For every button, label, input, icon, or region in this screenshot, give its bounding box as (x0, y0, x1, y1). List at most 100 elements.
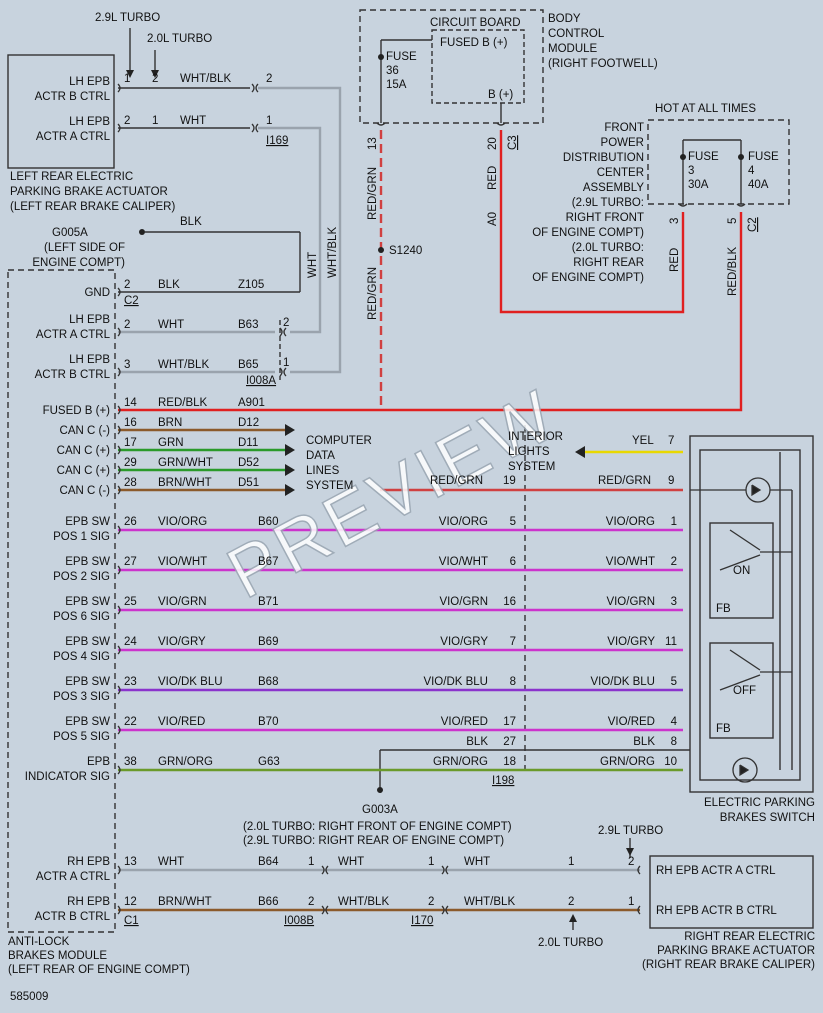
bcm-wire20: RED (487, 166, 499, 190)
abs-label-1-1: ACTR A CTRL (36, 329, 111, 341)
abs-label-0: GND (84, 287, 110, 299)
abs-i008a-2: 2 (283, 317, 289, 329)
epb-label-5-1: POS 5 SIG (53, 731, 110, 743)
bcm-pin20: 20 (487, 137, 499, 150)
g003a-desc-1: (2.9L TURBO: RIGHT REAR OF ENGINE COMPT) (243, 835, 504, 847)
bcm-cb: CIRCUIT BOARD (430, 17, 521, 29)
bcm-bplus: B (+) (488, 89, 513, 101)
wire-lr-b (258, 86, 342, 374)
epb-wire-5: VIO/RED (158, 716, 205, 728)
rh-circuit-1: B66 (258, 896, 278, 908)
bcm-wire-below: RED/GRN (367, 267, 379, 320)
rh-pin-0: 13 (124, 856, 137, 868)
lr-title-0: LEFT REAR ELECTRIC (10, 171, 133, 183)
epb-wire-m-0: VIO/ORG (439, 516, 488, 528)
abs-label-1-0: LH EPB (69, 314, 110, 326)
rr-a: RH EPB ACTR A CTRL (656, 865, 776, 877)
rr-actuator-box (649, 855, 814, 929)
pdc-title-5: (2.9L TURBO: (572, 197, 644, 209)
abs-title-0: ANTI-LOCK (8, 936, 70, 948)
side-wht: WHT (307, 252, 319, 278)
i169-pin1: 1 (266, 115, 272, 127)
rh-label-0-1: ACTR A CTRL (36, 871, 111, 883)
rh-pa-1: 2 (568, 896, 574, 908)
pdc-fuse4-0: FUSE (748, 151, 779, 163)
bcm-fuse-1: 36 (386, 65, 399, 77)
abs-circuit-6: D52 (238, 457, 259, 469)
i169-pin2: 2 (266, 73, 272, 85)
rh-circuit-0: B64 (258, 856, 279, 868)
epb-pin-1: 27 (124, 556, 137, 568)
epb-label-3-1: POS 4 SIG (53, 651, 110, 663)
bcm-title-1: CONTROL (548, 28, 605, 40)
redgrn-pin-l: 19 (503, 475, 516, 487)
epb-wire-3: VIO/GRY (158, 636, 206, 648)
bcm-conn: C3 (507, 135, 519, 150)
rh-wire-m-1: WHT/BLK (338, 896, 389, 908)
epb-wire-r-3: VIO/GRY (607, 636, 655, 648)
epb-circuit-4: B68 (258, 676, 278, 688)
lr-b-label-1: ACTR B CTRL (35, 91, 111, 103)
lr-a-pin1: 2 (124, 115, 130, 127)
lr-b-label-0: LH EPB (69, 76, 110, 88)
ind-pin-m: 18 (503, 756, 516, 768)
computer-label-1: DATA (306, 450, 335, 462)
rh-label-0-0: RH EPB (67, 856, 110, 868)
abs-wire-3: RED/BLK (158, 397, 208, 409)
rr-title-0: RIGHT REAR ELECTRIC (684, 931, 815, 943)
switch-title-1: BRAKES SWITCH (720, 812, 815, 824)
epb-switch-inner (699, 449, 801, 781)
pdc-title-2: DISTRIBUTION (563, 152, 644, 164)
rh-label-1-0: RH EPB (67, 896, 110, 908)
epb-wire-0: VIO/ORG (158, 516, 207, 528)
epb-pin-r-1: 2 (671, 556, 677, 568)
redgrn-wire-r: RED/GRN (598, 475, 651, 487)
lr-b-pin1: 1 (124, 73, 130, 85)
i169-name: I169 (266, 135, 288, 147)
pdc-hot: HOT AT ALL TIMES (655, 103, 756, 115)
abs-label-2-1: ACTR B CTRL (35, 369, 111, 381)
yel-pin: 7 (668, 435, 674, 447)
epb-pin-m-0: 5 (510, 516, 516, 528)
abs-pin-4: 16 (124, 417, 137, 429)
switch-fb1: FB (716, 603, 731, 615)
abs-pin-1: 2 (124, 319, 130, 331)
abs-wire-5: GRN (158, 437, 184, 449)
pdc-fuse3-2: 30A (688, 179, 709, 191)
epb-label-0-0: EPB SW (65, 516, 110, 528)
switch-title-0: ELECTRIC PARKING (704, 797, 815, 809)
interior-label-0: INTERIOR (508, 431, 563, 443)
rh-c1: C1 (124, 915, 139, 927)
abs-wire-7: BRN/WHT (158, 477, 212, 489)
blk-wire-r: BLK (633, 736, 655, 748)
interior-label-2: SYSTEM (508, 461, 555, 473)
pdc-title-4: ASSEMBLY (583, 182, 644, 194)
epb-wire-m-3: VIO/GRY (440, 636, 488, 648)
rr-b: RH EPB ACTR B CTRL (656, 905, 777, 917)
pdc-title-9: RIGHT REAR (573, 257, 644, 269)
abs-module-box (7, 269, 116, 933)
redgrn-wire-l: RED/GRN (430, 475, 483, 487)
pdc-fuse3-0: FUSE (688, 151, 719, 163)
rh-cl-0: 1 (308, 856, 314, 868)
circuit-board-box (431, 29, 525, 104)
abs-wire-0: BLK (158, 279, 180, 291)
interior-label-1: LIGHTS (508, 446, 550, 458)
arrowheads (126, 54, 744, 922)
epb-pin-r-5: 4 (671, 716, 678, 728)
epb-label-2-0: EPB SW (65, 596, 110, 608)
epb-label-4-1: POS 3 SIG (53, 691, 110, 703)
rr-turbo29: 2.9L TURBO (598, 825, 663, 837)
pdc-title-0: FRONT (604, 122, 644, 134)
epb-pin-5: 22 (124, 716, 137, 728)
rh-cm-0: 1 (428, 856, 434, 868)
blk-pin-r: 8 (671, 736, 677, 748)
rr-title-1: PARKING BRAKE ACTUATOR (657, 945, 815, 957)
abs-label-2-0: LH EPB (69, 354, 110, 366)
bcm-fuse-2: 15A (386, 79, 407, 91)
ind-wire: GRN/ORG (158, 756, 213, 768)
abs-circuit-5: D11 (238, 437, 258, 449)
rh-wire-1: BRN/WHT (158, 896, 212, 908)
computer-label-0: COMPUTER (306, 435, 372, 447)
